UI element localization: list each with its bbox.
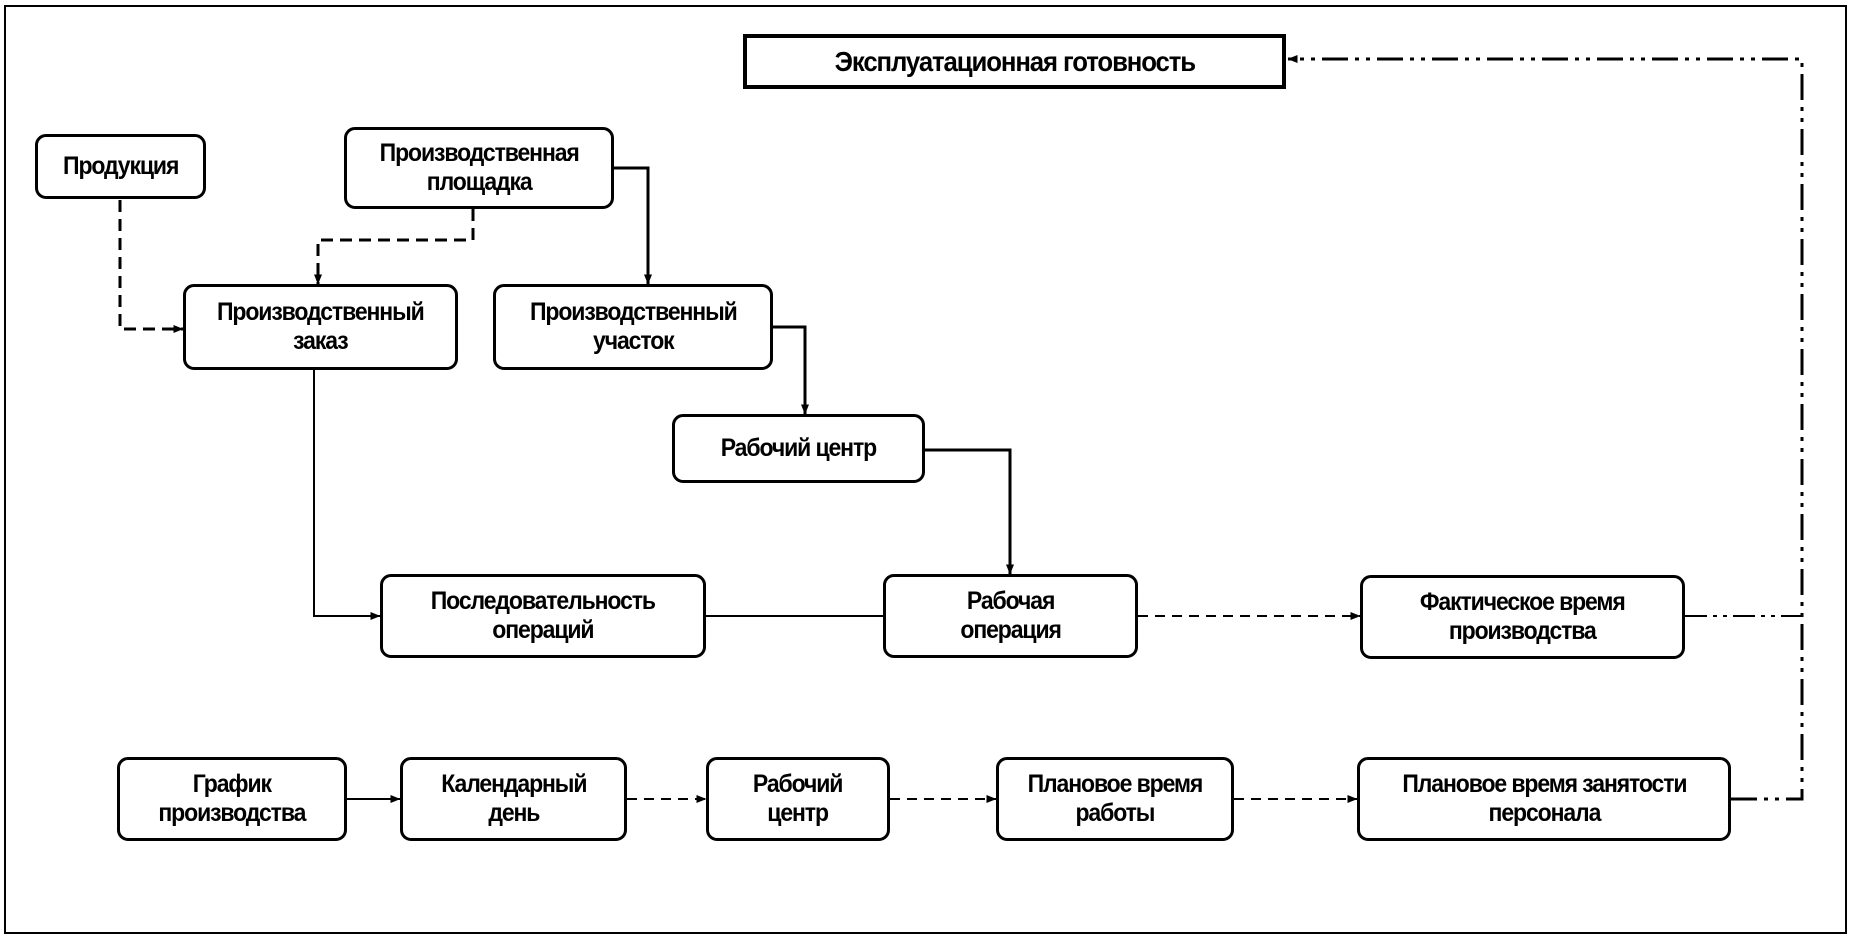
node-operation-sequence[interactable]: Последовательность операций bbox=[380, 574, 706, 658]
diagram-frame bbox=[4, 5, 1847, 934]
node-work-center-2[interactable]: Рабочий центр bbox=[706, 757, 890, 841]
node-operation-sequence-label: Последовательность операций bbox=[430, 587, 656, 644]
node-work-operation-label: Рабочая операция bbox=[960, 587, 1062, 644]
edge-workcenter-to-operation bbox=[925, 448, 1014, 575]
node-calendar-day-label: Календарный день bbox=[440, 770, 587, 827]
edge-order-to-sequence bbox=[313, 370, 381, 620]
node-planned-staff-time[interactable]: Плановое время занятости персонала bbox=[1357, 757, 1731, 841]
node-work-center-label: Рабочий центр bbox=[720, 434, 877, 462]
node-availability[interactable]: Эксплуатационная готовность bbox=[743, 34, 1286, 89]
node-planned-work-time[interactable]: Плановое время работы bbox=[996, 757, 1234, 841]
node-calendar-day[interactable]: Календарный день bbox=[400, 757, 627, 841]
node-work-center-2-label: Рабочий центр bbox=[753, 770, 844, 827]
node-production-area-label: Производственный участок bbox=[529, 298, 738, 355]
node-production-schedule-label: График производства bbox=[158, 770, 307, 827]
node-work-center[interactable]: Рабочий центр bbox=[672, 414, 925, 483]
node-actual-time[interactable]: Фактическое время производства bbox=[1360, 575, 1685, 659]
node-availability-label: Эксплуатационная готовность bbox=[834, 46, 1195, 77]
edge-staff-to-availability bbox=[1287, 55, 1804, 801]
node-product[interactable]: Продукция bbox=[35, 134, 206, 199]
node-production-site-label: Производственная площадка bbox=[379, 139, 579, 196]
node-production-schedule[interactable]: График производства bbox=[117, 757, 347, 841]
node-product-label: Продукция bbox=[62, 152, 179, 180]
node-production-area[interactable]: Производственный участок bbox=[493, 284, 773, 370]
node-production-order[interactable]: Производственный заказ bbox=[183, 284, 458, 370]
node-planned-work-time-label: Плановое время работы bbox=[1027, 770, 1204, 827]
node-planned-staff-time-label: Плановое время занятости персонала bbox=[1401, 770, 1687, 827]
node-work-operation[interactable]: Рабочая операция bbox=[883, 574, 1138, 658]
edge-site-to-area bbox=[614, 166, 652, 285]
edge-product-to-order bbox=[118, 200, 184, 333]
edge-area-to-workcenter bbox=[773, 325, 809, 415]
node-production-order-label: Производственный заказ bbox=[217, 298, 425, 355]
node-actual-time-label: Фактическое время производства bbox=[1420, 588, 1626, 645]
edge-site-to-order bbox=[314, 209, 475, 285]
node-production-site[interactable]: Производственная площадка bbox=[344, 127, 614, 209]
